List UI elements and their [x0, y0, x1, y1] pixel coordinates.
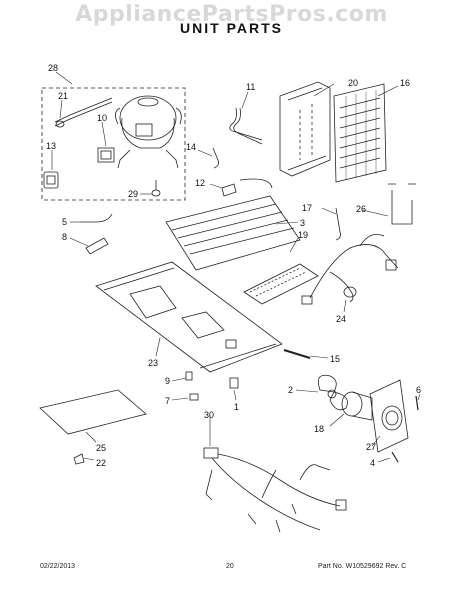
callout-25: 25: [96, 443, 106, 453]
wire-5: [80, 213, 113, 223]
callout-19: 19: [298, 230, 308, 240]
rod-17: [335, 207, 341, 241]
watermark: AppliancePartsPros.com: [75, 2, 388, 27]
callout-18: 18: [314, 424, 324, 434]
callout-20: 20: [348, 78, 358, 88]
tube-14: [212, 147, 219, 169]
callout-4: 4: [370, 458, 375, 468]
callout-15: 15: [330, 354, 340, 364]
footer-part-no: Part No. W10529692 Rev. C: [318, 563, 407, 570]
machine-compartment-floor-drawing: [95, 261, 283, 373]
callout-23: 23: [148, 358, 158, 368]
callout-2: 2: [288, 385, 293, 395]
screw-4: [391, 451, 399, 463]
wire-harness-30-drawing: [203, 447, 347, 533]
tube-26-drawing: [388, 183, 416, 225]
drain-tube-drawing: [229, 107, 263, 145]
callout-22: 22: [96, 458, 106, 468]
callout-6: 6: [416, 385, 421, 395]
callout-21: 21: [58, 91, 68, 101]
callout-13: 13: [46, 141, 56, 151]
callout-12: 12: [195, 178, 205, 188]
clip-15: [283, 349, 311, 359]
screw-6: [415, 395, 419, 411]
callout-5: 5: [62, 217, 67, 227]
screw-9: [185, 371, 193, 381]
fan-shroud-drawing: [369, 379, 409, 453]
diagram-title: UNIT PARTS: [180, 20, 283, 36]
callout-9: 9: [165, 376, 170, 386]
protector-probe: [54, 97, 113, 128]
drain-tray-drawing: [243, 263, 319, 305]
callout-8: 8: [62, 232, 67, 242]
label-25-drawing: [39, 389, 147, 435]
grommet-7: [189, 393, 199, 401]
callout-29: 29: [128, 189, 138, 199]
callout-1: 1: [234, 402, 239, 412]
compressor-kit-box: [41, 87, 186, 201]
overload-drawing: [43, 171, 59, 189]
relay-drawing: [97, 147, 115, 163]
grommet-1: [229, 377, 239, 389]
callout-10: 10: [97, 113, 107, 123]
fan-blade-drawing: [317, 374, 348, 411]
sleeve-8: [85, 237, 109, 255]
callout-17: 17: [302, 203, 312, 213]
callout-30: 30: [204, 410, 214, 420]
evaporator-cover-drawing: [279, 81, 331, 177]
clip-22: [73, 453, 85, 465]
grommet-drawing: [151, 180, 161, 197]
callout-16: 16: [400, 78, 410, 88]
callout-14: 14: [186, 142, 196, 152]
callout-27: 27: [366, 442, 376, 452]
callout-26: 26: [356, 204, 366, 214]
footer-page: 20: [226, 563, 234, 570]
callout-3: 3: [300, 218, 305, 228]
bracket-12: [221, 183, 237, 197]
callout-24: 24: [336, 314, 346, 324]
harness-24-drawing: [301, 233, 399, 305]
compressor-drawing: [115, 95, 182, 169]
footer-date: 02/22/2013: [40, 563, 76, 570]
callout-11: 11: [246, 82, 255, 92]
callout-28: 28: [48, 63, 58, 73]
callout-7: 7: [165, 396, 170, 406]
evaporator-coil-drawing: [333, 83, 387, 183]
defrost-heater-drawing: [165, 178, 301, 271]
